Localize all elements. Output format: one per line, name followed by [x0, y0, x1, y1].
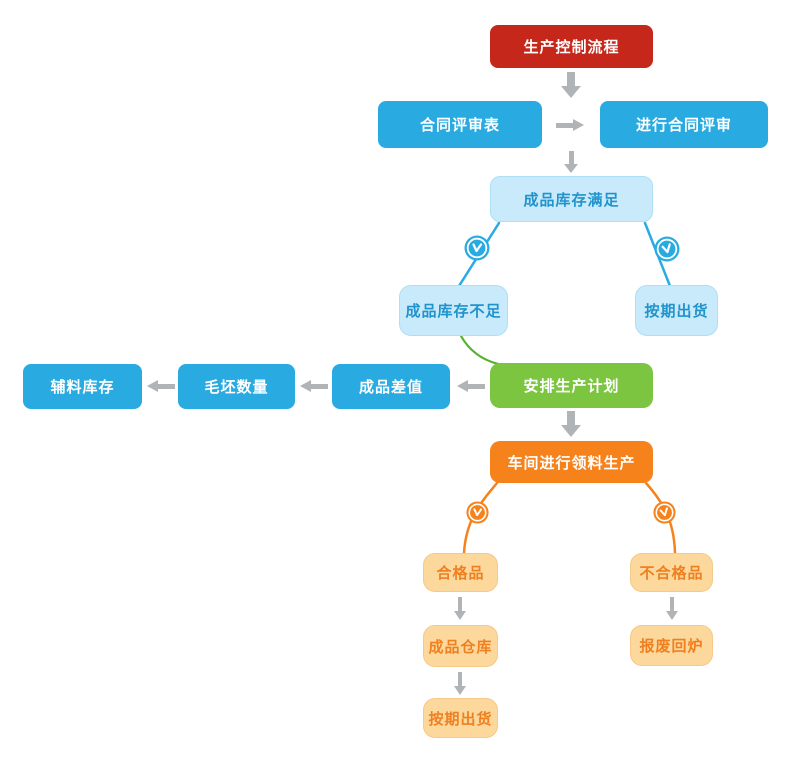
arrow-plan-to-difference: [457, 380, 485, 392]
arrow-title-to-contract-row: [551, 72, 591, 98]
arrow-warehouse-to-ship: [448, 672, 472, 695]
clock-icon: [464, 235, 490, 261]
node-finished-goods-warehouse: 成品仓库: [423, 625, 498, 667]
node-product-difference: 成品差值: [332, 364, 450, 409]
arrow-difference-to-blank: [300, 380, 328, 392]
clock-icon: [466, 501, 489, 524]
arrow-unqualified-to-scrap: [660, 597, 684, 620]
clock-icon: [653, 501, 676, 524]
arrow-qualified-to-warehouse: [448, 597, 472, 620]
arrow-plan-to-workshop: [551, 411, 591, 437]
node-schedule-production-plan: 安排生产计划: [490, 363, 653, 408]
node-blank-quantity: 毛坯数量: [178, 364, 295, 409]
node-qualified-products: 合格品: [423, 553, 498, 592]
node-production-control-process: 生产控制流程: [490, 25, 653, 68]
node-auxiliary-material-stock: 辅料库存: [23, 364, 142, 409]
node-conduct-contract-review: 进行合同评审: [600, 101, 768, 148]
node-ship-on-time-bottom: 按期出货: [423, 698, 498, 738]
arrow-contract-to-stock: [557, 151, 585, 173]
node-unqualified-products: 不合格品: [630, 553, 713, 592]
node-workshop-material-production: 车间进行领料生产: [490, 441, 653, 483]
node-ship-on-time-top: 按期出货: [635, 285, 718, 336]
node-stock-sufficient: 成品库存满足: [490, 176, 653, 222]
clock-icon: [654, 236, 680, 262]
node-scrap-remelt: 报废回炉: [630, 625, 713, 666]
node-contract-review-form: 合同评审表: [378, 101, 542, 148]
node-stock-insufficient: 成品库存不足: [399, 285, 508, 336]
connector-insufficient-to-plan: [459, 334, 500, 366]
arrow-blank-to-auxiliary: [147, 380, 175, 392]
arrow-form-to-review: [556, 119, 584, 131]
